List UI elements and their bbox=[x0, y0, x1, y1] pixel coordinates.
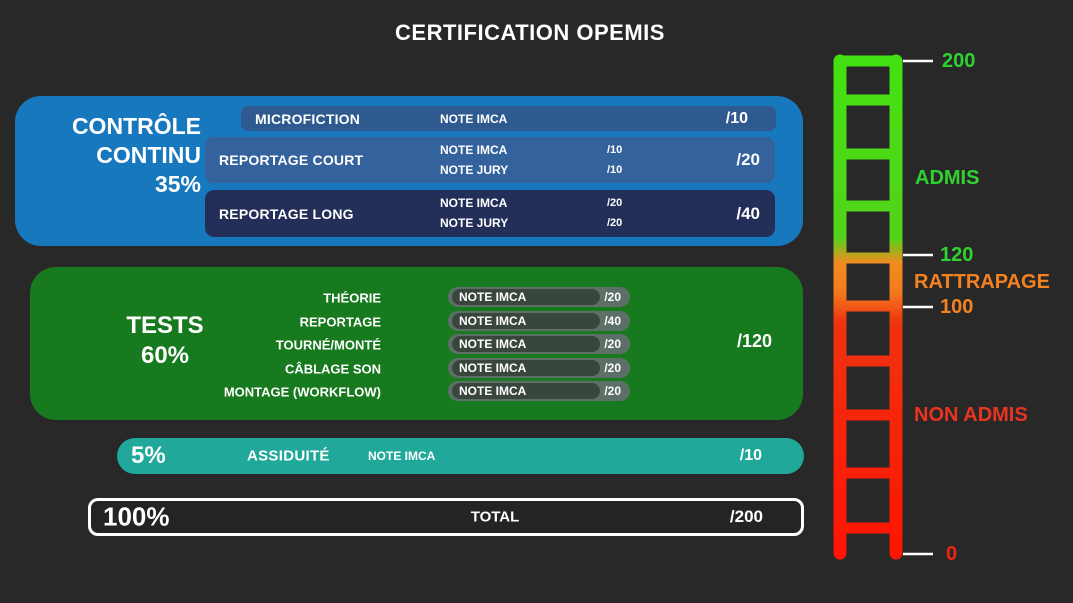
note-pill: NOTE IMCA /20 bbox=[448, 381, 630, 401]
note-label: NOTE IMCA bbox=[440, 196, 508, 210]
note-max: /20 bbox=[607, 197, 623, 209]
note-field bbox=[452, 336, 600, 352]
row-reportage-court: REPORTAGE COURT NOTE IMCA /10 NOTE JURY … bbox=[205, 137, 775, 183]
tests-max-score: /120 bbox=[736, 331, 772, 351]
total-percent: 100% bbox=[103, 501, 170, 532]
score-entry: NOTE IMCA /20 bbox=[440, 193, 670, 213]
note-label: NOTE IMCA bbox=[459, 384, 527, 398]
tests-row-theorie: THÉORIE NOTE IMCA /20 bbox=[30, 287, 803, 308]
scale-min-value: 0 bbox=[946, 543, 958, 565]
heading-line-2: CONTINU bbox=[96, 142, 201, 168]
note-label: NOTE IMCA bbox=[368, 449, 436, 463]
tests-heading: TESTS 60% bbox=[85, 311, 245, 371]
score-entry: NOTE JURY /20 bbox=[440, 213, 670, 233]
assiduite-percent: 5% bbox=[131, 442, 166, 469]
tests-row-reportage: REPORTAGE NOTE IMCA /40 bbox=[30, 311, 803, 332]
total-max-score: /200 bbox=[729, 507, 763, 526]
note-field bbox=[452, 313, 600, 329]
ladder-rungs bbox=[840, 55, 896, 534]
grand-total-row: 100% TOTAL /200 bbox=[88, 498, 804, 536]
note-label: NOTE IMCA bbox=[459, 361, 527, 375]
controle-continu-percent: 35% bbox=[154, 171, 201, 197]
scale-zone-non-admis: NON ADMIS bbox=[914, 404, 1028, 426]
row-name: REPORTAGE LONG bbox=[219, 205, 354, 222]
note-label: NOTE IMCA bbox=[459, 337, 527, 351]
note-max: /20 bbox=[604, 384, 621, 398]
test-name: CÂBLAGE SON bbox=[284, 361, 381, 376]
row-name: MICROFICTION bbox=[255, 110, 361, 127]
controle-continu-heading: CONTRÔLE CONTINU 35% bbox=[43, 112, 201, 199]
test-name: REPORTAGE bbox=[299, 314, 381, 329]
note-max: /20 bbox=[604, 337, 621, 351]
note-label: NOTE JURY bbox=[440, 163, 509, 177]
note-pill: NOTE IMCA /40 bbox=[448, 311, 630, 331]
note-max: /20 bbox=[604, 361, 621, 375]
note-pill: NOTE IMCA /20 bbox=[448, 358, 630, 378]
row-reportage-long: REPORTAGE LONG NOTE IMCA /20 NOTE JURY /… bbox=[205, 190, 775, 237]
tests-row-tourne-monte: TOURNÉ/MONTÉ NOTE IMCA /20 bbox=[30, 334, 803, 355]
row-max-score: /40 bbox=[736, 203, 760, 223]
assiduite-name: ASSIDUITÉ bbox=[247, 447, 330, 465]
heading-line-1: CONTRÔLE bbox=[71, 113, 201, 139]
assiduite-max-score: /10 bbox=[739, 447, 762, 464]
note-label: NOTE JURY bbox=[440, 216, 509, 230]
page-title: CERTIFICATION OPEMIS bbox=[395, 20, 665, 45]
tests-percent: 60% bbox=[140, 342, 190, 369]
threshold-lines bbox=[903, 59, 933, 556]
note-max: /10 bbox=[607, 144, 623, 156]
controle-continu-section: CONTRÔLE CONTINU 35% MICROFICTION NOTE I… bbox=[15, 96, 803, 246]
note-field bbox=[452, 360, 600, 376]
tests-title: TESTS bbox=[126, 312, 204, 339]
score-entries: NOTE IMCA /10 NOTE JURY /10 bbox=[440, 140, 670, 180]
note-pill: NOTE IMCA /20 bbox=[448, 334, 630, 354]
note-label: NOTE IMCA bbox=[440, 111, 508, 126]
note-field bbox=[452, 289, 600, 305]
row-name: REPORTAGE COURT bbox=[219, 152, 364, 168]
row-max-score: /20 bbox=[736, 150, 760, 169]
score-entry: NOTE IMCA /10 bbox=[440, 140, 670, 160]
test-name: MONTAGE (WORKFLOW) bbox=[223, 384, 381, 399]
note-max: /20 bbox=[604, 290, 621, 304]
note-pill: NOTE IMCA /20 bbox=[448, 287, 630, 307]
total-label: TOTAL bbox=[470, 508, 520, 526]
note-max: /20 bbox=[607, 217, 623, 229]
note-label: NOTE IMCA bbox=[459, 290, 527, 304]
scale-threshold-120: 120 bbox=[940, 244, 974, 266]
note-field bbox=[452, 383, 600, 399]
note-label: NOTE IMCA bbox=[459, 314, 527, 328]
note-label: NOTE IMCA bbox=[440, 143, 508, 157]
row-microfiction: MICROFICTION NOTE IMCA /10 bbox=[241, 106, 776, 131]
score-entry: NOTE JURY /10 bbox=[440, 160, 670, 180]
test-name: THÉORIE bbox=[323, 290, 381, 305]
row-max-score: /10 bbox=[725, 109, 748, 127]
note-max: /10 bbox=[607, 164, 623, 176]
tests-row-cablage-son: CÂBLAGE SON NOTE IMCA /20 bbox=[30, 358, 803, 379]
assiduite-row: 5% ASSIDUITÉ NOTE IMCA /10 bbox=[117, 438, 804, 474]
test-name: TOURNÉ/MONTÉ bbox=[275, 337, 381, 352]
scale-zone-rattrapage: RATTRAPAGE bbox=[914, 271, 1050, 293]
scale-zone-admis: ADMIS bbox=[915, 167, 980, 189]
scale-threshold-100: 100 bbox=[940, 296, 974, 318]
note-max: /40 bbox=[604, 314, 621, 328]
tests-section: TESTS 60% THÉORIE NOTE IMCA /20 REPORTAG… bbox=[30, 267, 803, 420]
score-entries: NOTE IMCA /20 NOTE JURY /20 bbox=[440, 193, 670, 233]
tests-row-montage-workflow: MONTAGE (WORKFLOW) NOTE IMCA /20 bbox=[30, 381, 803, 402]
scale-max-value: 200 bbox=[942, 50, 976, 72]
